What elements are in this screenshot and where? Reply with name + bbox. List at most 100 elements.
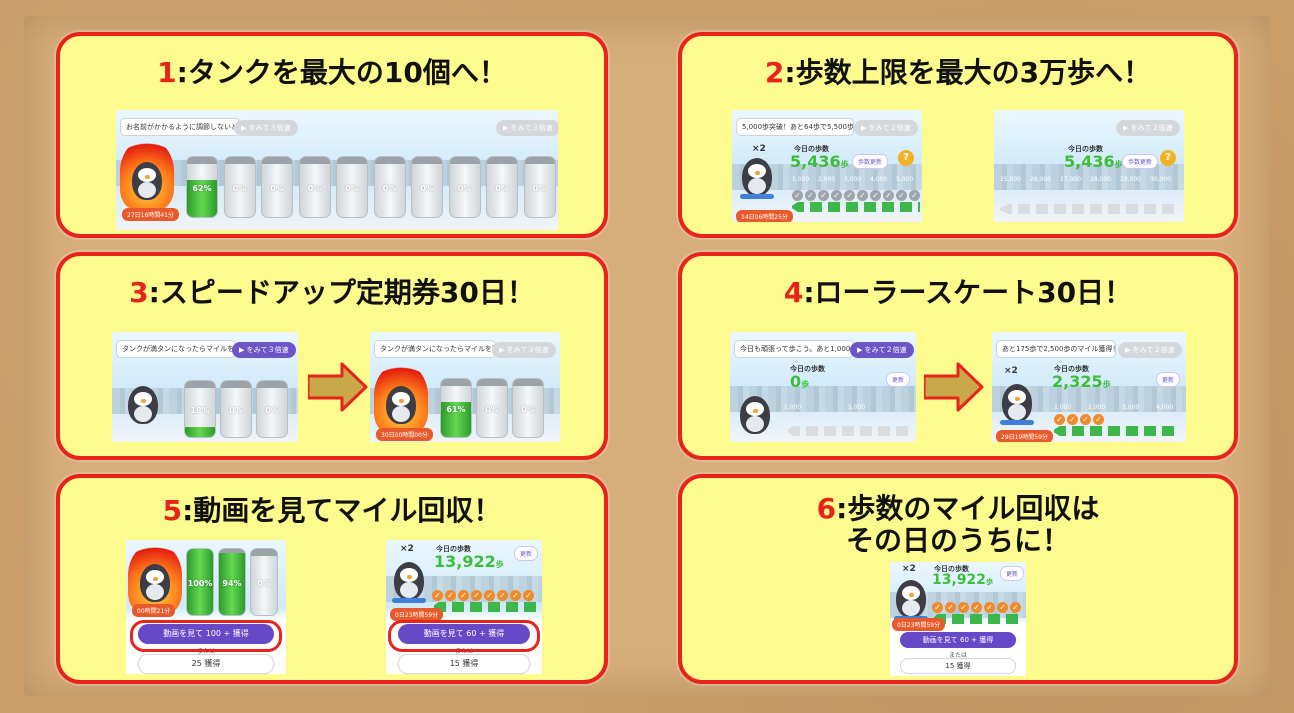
watch-video-speed-button[interactable]: ▶ をみて３倍速 [232,342,296,358]
update-steps-button[interactable]: 更新 [1156,372,1181,387]
mile-tank: 0% [373,156,406,218]
tank-fill [187,549,213,615]
update-steps-button[interactable]: 更新 [886,372,911,387]
arrow-right-icon [308,362,368,412]
penguin-icon [736,388,774,434]
step-tick-label: 25,000 [1000,176,1021,183]
steps-value: 5,436歩 [1064,152,1123,171]
update-steps-button[interactable]: 更新 [514,546,539,561]
card-title: 2:歩数上限を最大の3万歩へ！ [764,56,1152,89]
tank-percent: 94% [222,579,242,588]
watch-video-collect-button[interactable]: 動画を見て 100 + 獲得 [138,624,274,644]
tank-percent: 0% [495,184,509,193]
tank-percent: 0% [485,405,499,414]
checkmark-icon: ✓ [896,190,907,201]
watch-video-speed-button[interactable]: ▶ をみて２倍速 [850,342,914,358]
checkmark-icon: ✓ [831,190,842,201]
checkmark-icon: ✓ [984,602,995,613]
checkmark-icon: ✓ [1067,414,1078,425]
mile-tank: 0% [220,380,252,438]
steps-value: 5,436歩 [790,152,849,171]
multiplier-badge: ×2 [752,144,766,154]
checkmark-icon: ✓ [1010,602,1021,613]
help-icon[interactable]: ? [1160,150,1176,166]
watch-video-speed-button[interactable]: ▶ をみて３倍速 [496,120,558,136]
timer-badge: 14日06時間25分 [736,210,793,222]
mile-tank: 0% [336,156,368,218]
steps-label: 今日の歩数 [790,365,825,373]
collect-button[interactable]: 15 獲得 [398,654,530,674]
progress-arrows [1052,426,1180,436]
card-title-line2: その日のうちに！ [845,524,1070,557]
checkmark-icon: ✓ [870,190,881,201]
step-tick-label: 5,000 [848,404,866,411]
checkmark-icon: ✓ [932,602,943,613]
mile-tank: 0% [411,156,443,218]
steps-label: 今日の歩数 [436,545,471,553]
checkmark-icon: ✓ [523,590,534,601]
step-tick-label: 1,000 [784,404,802,411]
screenshot-tanks: お名前がかかるように調節しないとなぁ ▶ をみて３倍速 ▶ をみて３倍速 27日… [116,110,558,230]
update-steps-button[interactable]: 歩数更新 [852,154,889,169]
card-title-line1: 6:歩数のマイル回収は [816,492,1100,525]
watch-video-speed-button[interactable]: ▶ をみて２倍速 [1116,120,1180,136]
skating-penguin-icon [892,572,930,621]
step-tick-label: 1,000 [1054,404,1072,411]
steps-value: 0歩 [790,372,810,391]
watch-video-speed-button[interactable]: ▶ をみて３倍速 [234,120,298,136]
tank-percent: 0% [420,184,434,193]
checkmark-icon: ✓ [883,190,894,201]
progress-arrows [432,602,538,612]
speech-bubble: タンクが満タンになったらマイルを回収できるよ。 [116,340,236,358]
tank-percent: 18% [190,406,210,415]
steps-value: 13,922歩 [932,572,994,588]
penguin-icon [128,154,166,200]
screenshot-video-steps: ×2 今日の歩数 13,922歩 更新 ✓✓✓✓✓✓✓✓ 0日23時間59分 動… [386,540,542,674]
watch-video-speed-button[interactable]: ▶ をみて２倍速 [854,120,918,136]
checkmark-icon: ✓ [1054,414,1065,425]
tank-fill [187,179,217,217]
multiplier-badge: ×2 [1004,366,1018,376]
update-steps-button[interactable]: 歩数更新 [1122,154,1159,169]
checkmark-icon: ✓ [458,590,469,601]
checkmark-icon: ✓ [909,190,920,201]
watch-video-collect-button[interactable]: 動画を見て 60 + 獲得 [900,632,1016,648]
checkmark-icon: ✓ [484,590,495,601]
checkmark-icon: ✓ [958,602,969,613]
watch-video-speed-button[interactable]: ▶ をみて２倍速 [1118,342,1182,358]
timer-badge: 30日00時間00分 [376,428,433,441]
collect-button[interactable]: 25 獲得 [138,654,274,674]
mile-tank: 62% [186,156,218,218]
step-tick-label: 29,000 [1120,176,1141,183]
penguin-icon [382,378,420,424]
checkmark-icon: ✓ [997,602,1008,613]
tank-percent: 0% [521,405,535,414]
help-icon[interactable]: ? [898,150,914,166]
checkmark-icon: ✓ [1080,414,1091,425]
or-text: または [948,652,967,659]
checkmark-icon: ✓ [945,602,956,613]
tank-percent: 0% [532,184,547,193]
collect-button[interactable]: 15 獲得 [900,658,1016,674]
tank-fill [441,401,471,437]
timer-badge: 29日19時間59分 [996,430,1053,442]
progress-arrows [786,426,912,436]
card-speed-pass: 3:スピードアップ定期券30日！ タンクが満タンになったらマイルを回収できるよ。… [56,252,608,460]
card-video-collect: 5:動画を見てマイル回収！ 00時間21分 100%94%0% 動画を見て 10… [56,474,608,684]
step-tick-label: 2,000 [1088,404,1106,411]
tank-fill [219,552,245,615]
tank-percent: 0% [232,184,247,193]
speech-bubble: 5,000歩突破！あと64歩で5,500歩のマ [736,118,854,136]
step-tick-label: 2,000 [818,176,836,183]
multiplier-badge: ×2 [902,564,916,574]
penguin-icon [124,378,162,424]
watch-video-collect-button[interactable]: 動画を見て 60 + 獲得 [398,624,530,644]
watch-video-speed-button[interactable]: ▶ をみて３倍速 [492,342,556,358]
timer-badge: 00時間21分 [132,604,176,617]
update-steps-button[interactable]: 更新 [1000,566,1025,581]
mile-tank: 0% [448,156,481,218]
steps-label: 今日の歩数 [1068,145,1103,153]
step-tick-label: 3,000 [844,176,862,183]
checkmark-icon: ✓ [510,590,521,601]
checkmark-icon: ✓ [1093,414,1104,425]
